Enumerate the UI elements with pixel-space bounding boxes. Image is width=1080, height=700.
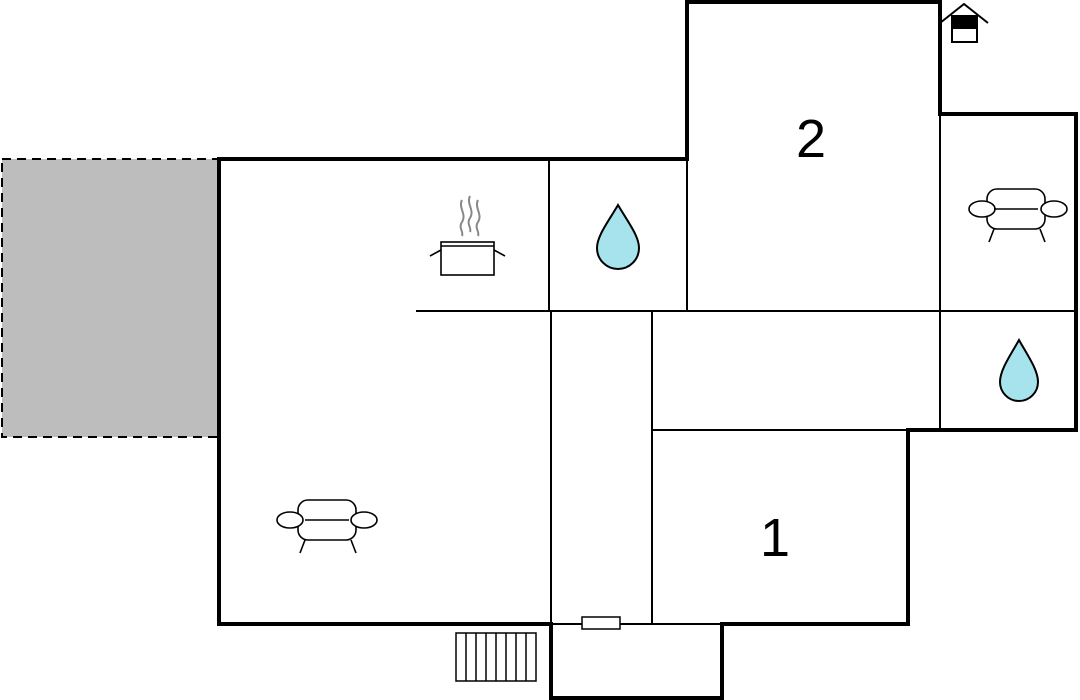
outer-wall	[217, 0, 1078, 700]
terrace-area	[1, 158, 219, 438]
stairs-icon	[455, 632, 537, 682]
house-exit-icon	[939, 2, 989, 43]
bathroom-drop-icon	[998, 337, 1040, 402]
bathroom-drop-icon	[595, 203, 641, 270]
interior-walls	[416, 114, 1076, 625]
sofa-icon	[276, 499, 378, 554]
entrance-door	[581, 616, 621, 630]
kitchen-pot-icon	[429, 195, 506, 276]
room-label-2: 2	[796, 109, 826, 169]
room-label-1: 1	[760, 508, 790, 568]
sofa-icon	[968, 188, 1068, 243]
